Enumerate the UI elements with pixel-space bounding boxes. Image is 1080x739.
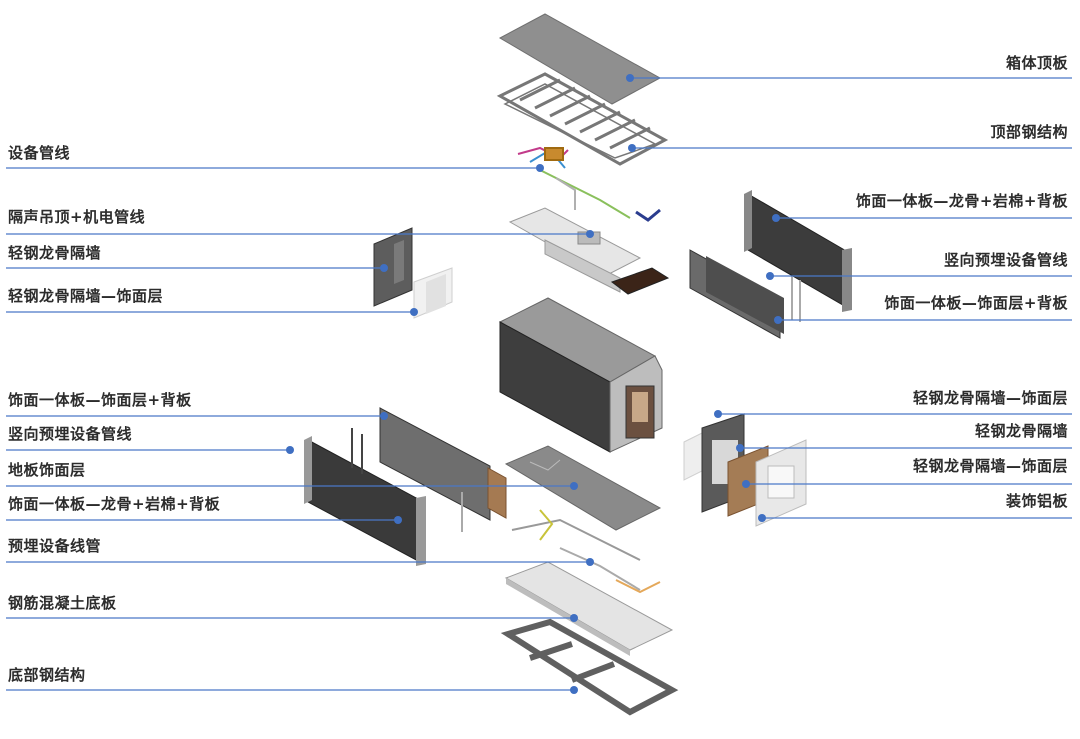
embedded-conduits xyxy=(511,509,661,594)
label-bottom-steel-frame: 底部钢结构 xyxy=(8,666,86,684)
label-partition-finish-left: 轻钢龙骨隔墙—饰面层 xyxy=(8,287,164,305)
leader-dot xyxy=(626,74,634,82)
bottom-steel-frame xyxy=(500,618,679,716)
partition-finish-left xyxy=(413,267,453,319)
label-top-steel-frame: 顶部钢结构 xyxy=(990,123,1068,141)
integrated-panel-finish-right xyxy=(689,249,801,339)
label-partition-finish-right-b: 轻钢龙骨隔墙—饰面层 xyxy=(912,457,1068,475)
leader-dot xyxy=(772,214,780,222)
leader-dot xyxy=(570,614,578,622)
leader-dot xyxy=(774,316,782,324)
leader-dot xyxy=(380,264,388,272)
leader-dot xyxy=(570,482,578,490)
leader-dot xyxy=(736,444,744,452)
leader-dot xyxy=(410,308,418,316)
label-acoustic-ceiling: 隔声吊顶+机电管线 xyxy=(8,208,146,226)
leader-lines xyxy=(6,77,1072,691)
leader-dot xyxy=(286,446,294,454)
leader-dot xyxy=(570,686,578,694)
label-integrated-panel-finish-left: 饰面一体板—饰面层+背板 xyxy=(8,391,192,409)
label-concrete-slab: 钢筋混凝土底板 xyxy=(8,594,117,612)
leader-dot xyxy=(394,516,402,524)
leader-dot xyxy=(586,230,594,238)
label-embedded-conduits: 预埋设备线管 xyxy=(8,537,102,555)
integrated-panel-back-left xyxy=(304,428,463,566)
leader-dots xyxy=(286,74,782,694)
label-integrated-panel-back-left: 饰面一体板—龙骨+岩棉+背板 xyxy=(8,495,221,513)
top-steel-frame xyxy=(496,72,669,166)
label-floor-finish: 地板饰面层 xyxy=(8,461,86,479)
decorative-aluminum-panel xyxy=(755,439,807,527)
module-box xyxy=(498,297,663,453)
label-vertical-pipes-left: 竖向预埋设备管线 xyxy=(8,425,133,443)
label-decorative-aluminum-panel: 装饰铝板 xyxy=(1005,492,1068,510)
label-partition-finish-right-a: 轻钢龙骨隔墙—饰面层 xyxy=(912,389,1068,407)
leader-dot xyxy=(536,164,544,172)
label-integrated-panel-back-right: 饰面一体板—龙骨+岩棉+背板 xyxy=(855,192,1068,210)
leader-dot xyxy=(628,144,636,152)
label-equipment-pipes: 设备管线 xyxy=(8,144,71,162)
label-roof-plate: 箱体顶板 xyxy=(1005,54,1068,72)
label-integrated-panel-finish-right: 饰面一体板—饰面层+背板 xyxy=(884,294,1068,312)
label-vertical-pipes-right: 竖向预埋设备管线 xyxy=(943,251,1068,269)
equipment-pipes xyxy=(517,146,661,222)
leader-dot xyxy=(742,480,750,488)
acoustic-ceiling xyxy=(508,207,670,295)
roof-plate xyxy=(498,13,662,105)
leader-dot xyxy=(380,412,388,420)
floor-finish xyxy=(504,445,662,531)
leader-dot xyxy=(766,272,774,280)
label-partition-wall-left: 轻钢龙骨隔墙 xyxy=(8,244,102,262)
label-partition-wall-right: 轻钢龙骨隔墙 xyxy=(974,422,1068,440)
leader-dot xyxy=(758,514,766,522)
integrated-panel-back-right xyxy=(744,190,852,312)
leader-dot xyxy=(714,410,722,418)
concrete-slab xyxy=(504,561,674,656)
leader-dot xyxy=(586,558,594,566)
partition-wall-left xyxy=(373,227,413,307)
